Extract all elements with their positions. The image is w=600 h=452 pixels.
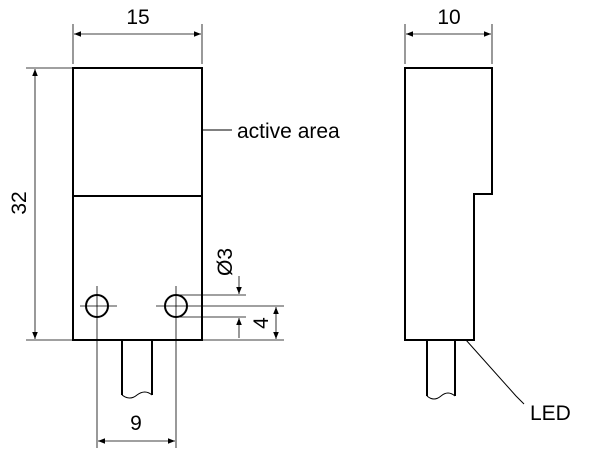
side-view: LED 10: [404, 6, 571, 425]
dim-15-text: 15: [126, 6, 149, 29]
led-label: LED: [530, 402, 571, 425]
front-view: active area 15 32 Ø3 4: [8, 6, 340, 448]
dim-10-text: 10: [437, 6, 460, 29]
dim-hole-text: Ø3: [214, 248, 237, 276]
active-area-label: active area: [237, 120, 340, 143]
dim-9-text: 9: [130, 412, 142, 435]
front-cable-break: [121, 391, 153, 399]
side-body-outline: [404, 67, 493, 341]
dim-4-text: 4: [250, 317, 273, 329]
dim-32-text: 32: [8, 191, 31, 214]
side-cable-break: [426, 392, 456, 400]
led-leader: [465, 339, 525, 405]
front-body-outline: [72, 67, 203, 341]
